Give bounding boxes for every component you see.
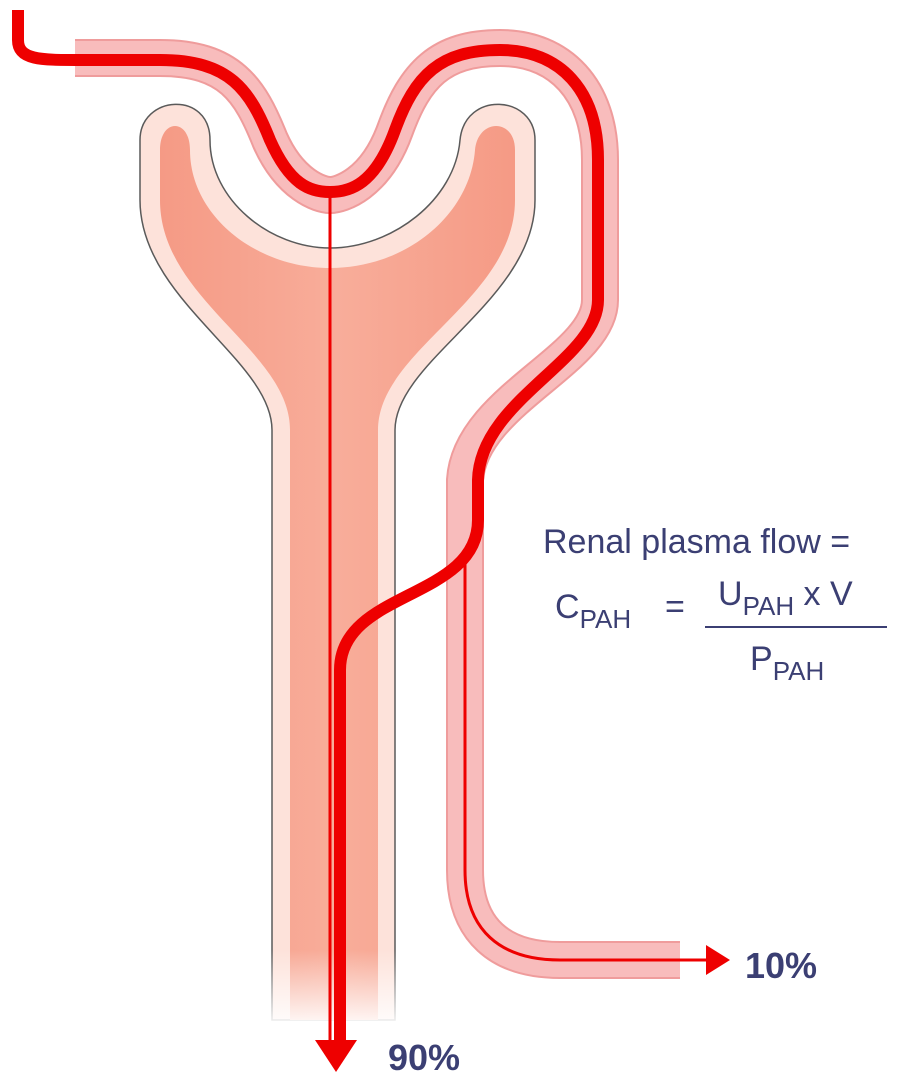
- formula-denominator-sub: PAH: [773, 656, 825, 686]
- formula-denominator-main: P: [750, 640, 773, 678]
- arrow-down-icon: [315, 1040, 357, 1072]
- formula-numerator-main: U: [718, 575, 743, 613]
- formula-numerator-rest: x V: [794, 575, 853, 613]
- formula-equals: =: [665, 588, 685, 626]
- formula-lhs-sub: PAH: [580, 604, 632, 634]
- formula: Renal plasma flow = CPAH = UPAH x V PPAH: [543, 523, 887, 686]
- urine-percent-label: 10%: [745, 945, 817, 986]
- formula-lhs-main: C: [555, 588, 580, 626]
- arrow-right-icon: [706, 945, 730, 975]
- formula-numerator-sub: PAH: [743, 591, 795, 621]
- formula-numerator: UPAH x V: [718, 575, 853, 621]
- vein-percent-label: 90%: [388, 1037, 460, 1078]
- formula-line1: Renal plasma flow =: [543, 523, 850, 561]
- formula-denominator: PPAH: [750, 640, 824, 686]
- formula-lhs: CPAH: [555, 588, 631, 634]
